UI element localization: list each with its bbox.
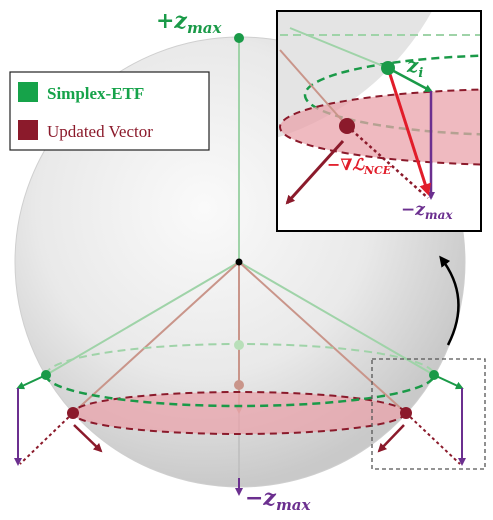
center-node [235,258,243,266]
inset-updated-node [339,118,355,134]
legend-label-updated-vector: Updated Vector [47,122,153,141]
right-node-vectors [377,374,466,466]
left-updated-node [67,407,79,419]
bottom-axis-label: −zmax [245,485,312,514]
inset-zi-label: zi [406,53,423,81]
inset-red-gradient-arrow [386,67,431,196]
legend: Simplex-ETF Updated Vector [9,71,210,151]
maroon-cone [72,261,407,414]
right-etf-node [429,370,439,380]
legend-swatch-updated-vector [18,120,38,140]
inset-green-arrow [387,66,433,93]
left-etf-node [41,370,51,380]
inset-etf-node [381,61,395,75]
inset-maroon-arrow [285,139,345,205]
inset-neg-zmax-label: −zmax [401,200,453,222]
inset-gradient-label: −∇ℒNCE [327,155,392,177]
top-axis-label: +zmax [156,8,223,37]
inset-panel: zi −∇ℒNCE −zmax [276,10,482,232]
legend-swatch-simplex-etf [18,82,38,102]
legend-label-simplex-etf: Simplex-ETF [47,84,144,103]
zoom-region-box [371,358,486,470]
updated-ring-disk [72,391,406,435]
right-updated-node [400,407,412,419]
left-node-vectors [14,374,103,466]
center-green-node [234,340,244,350]
top-node [234,33,244,43]
etf-ring-front [44,374,436,408]
center-maroon-node [234,380,244,390]
inset-maroon-dotted [346,125,429,199]
inset-border [276,10,482,232]
zoom-curve-arrow [439,255,460,346]
